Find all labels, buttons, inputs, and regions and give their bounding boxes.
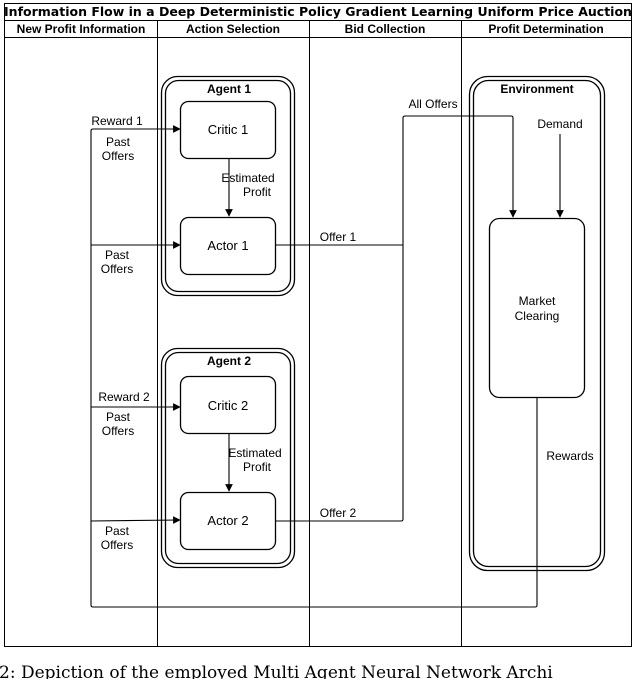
market-clearing-label-line-2: Clearing bbox=[515, 309, 560, 323]
critic-2-past-offers-line-2: Offers bbox=[102, 424, 134, 438]
lane-header-profit-determination: Profit Determination bbox=[488, 22, 603, 36]
offer-1-label: Offer 1 bbox=[320, 230, 357, 244]
agent-1-label: Agent 1 bbox=[207, 82, 251, 96]
estimated-profit-2-line-1: Estimated bbox=[228, 446, 281, 460]
estimated-profit-1-line-1: Estimated bbox=[221, 171, 274, 185]
actor-2-past-offers-connector bbox=[90, 516, 181, 524]
critic-2-past-offers-line-1: Past bbox=[106, 410, 131, 424]
estimated-profit-2-line-2: Profit bbox=[243, 460, 272, 474]
all-offers-label: All Offers bbox=[408, 97, 457, 111]
market-clearing-node[interactable] bbox=[488, 217, 586, 399]
environment-label: Environment bbox=[500, 82, 573, 96]
reward-2-label: Reward 2 bbox=[98, 390, 150, 404]
market-clearing-label-line-1: Market bbox=[519, 294, 556, 308]
actor-1-past-offers-line-1: Past bbox=[105, 248, 130, 262]
critic-1-past-offers-line-1: Past bbox=[106, 135, 131, 149]
critic-2-label: Critic 2 bbox=[208, 398, 248, 413]
lane-header-action-selection: Action Selection bbox=[186, 22, 280, 36]
lane-header-bid-collection: Bid Collection bbox=[345, 22, 426, 36]
figure-caption: 2: Depiction of the employed Multi Agent… bbox=[0, 663, 553, 679]
agent-2-label: Agent 2 bbox=[207, 354, 251, 368]
diagram-frame bbox=[4, 3, 632, 647]
actor-2-label: Actor 2 bbox=[207, 513, 248, 528]
actor-1-label: Actor 1 bbox=[207, 238, 248, 253]
reward-1-feedback-connector bbox=[90, 125, 538, 608]
demand-label: Demand bbox=[537, 117, 582, 131]
offer-2-label: Offer 2 bbox=[320, 506, 357, 520]
critic-1-past-offers-line-2: Offers bbox=[102, 149, 134, 163]
actor-2-past-offers-line-2: Offers bbox=[101, 538, 133, 552]
diagram-title: Information Flow in a Deep Deterministic… bbox=[4, 4, 632, 19]
rewards-label: Rewards bbox=[546, 449, 593, 463]
all-offers-connector bbox=[276, 115, 517, 522]
critic-1-label: Critic 1 bbox=[208, 122, 248, 137]
estimated-profit-1-line-2: Profit bbox=[243, 185, 272, 199]
actor-2-past-offers-line-1: Past bbox=[105, 524, 130, 538]
lane-header-new-profit-information: New Profit Information bbox=[17, 22, 146, 36]
reward-1-label: Reward 1 bbox=[91, 114, 143, 128]
actor-1-past-offers-line-2: Offers bbox=[101, 262, 133, 276]
